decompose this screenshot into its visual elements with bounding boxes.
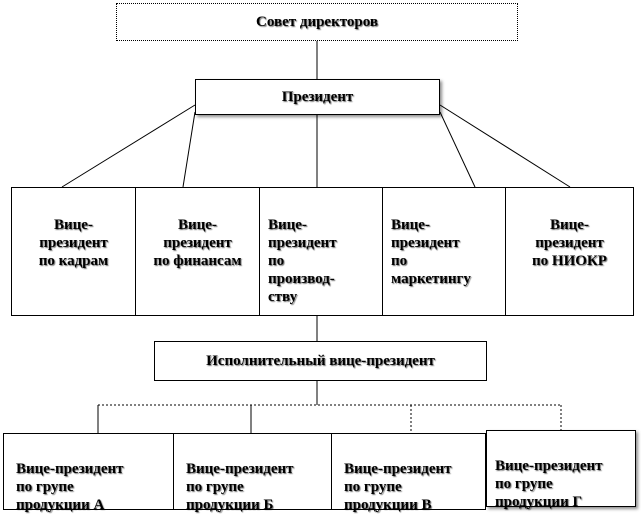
president-label: Президент <box>281 89 354 105</box>
vp-finance-label: Вице- президент по финансам <box>153 217 242 269</box>
vp-marketing-box: Вице- президент по маркетингу <box>382 187 506 316</box>
product-vp-a-box: Вице-президент по групе продукции А <box>3 433 174 513</box>
vp-finance-box: Вице- президент по финансам <box>135 187 260 316</box>
board-label: Совет директоров <box>256 14 378 30</box>
product-vp-b-box: Вице-президент по групе продукции Б <box>173 433 332 513</box>
vp-production-label: Вице- президент по производ- ству <box>268 217 337 305</box>
president-box: Президент <box>195 79 440 115</box>
president-vp2-connector <box>182 111 196 188</box>
vp-production-box: Вице- президент по производ- ству <box>259 187 383 316</box>
product-vp-c-box: Вице-президент по групе продукции В <box>331 433 486 513</box>
president-vp5-connector <box>439 104 571 188</box>
president-vp1-connector <box>61 104 196 188</box>
product-vp-d-label: Вице-президент по групе продукции Г <box>495 458 603 510</box>
vp-rnd-box: Вице- президент по НИОКР <box>505 187 634 316</box>
product-vp-d-box: Вице-президент по групе продукции Г <box>486 430 636 510</box>
board-box: Совет директоров <box>116 3 518 41</box>
vp-hr-label: Вице- президент по кадрам <box>38 217 109 269</box>
executive-vp-box: Исполнительный вице-президент <box>154 341 487 381</box>
president-vp4-connector <box>439 111 476 188</box>
executive-vp-label: Исполнительный вице-президент <box>206 353 435 369</box>
vp-marketing-label: Вице- президент по маркетингу <box>391 217 471 287</box>
product-vp-b-label: Вице-президент по групе продукции Б <box>186 461 294 513</box>
vp-hr-box: Вице- президент по кадрам <box>11 187 136 316</box>
vp-rnd-label: Вице- президент по НИОКР <box>532 217 607 269</box>
product-vp-a-label: Вице-президент по групе продукции А <box>16 461 124 513</box>
product-vp-c-label: Вице-президент по групе продукции В <box>344 461 452 513</box>
